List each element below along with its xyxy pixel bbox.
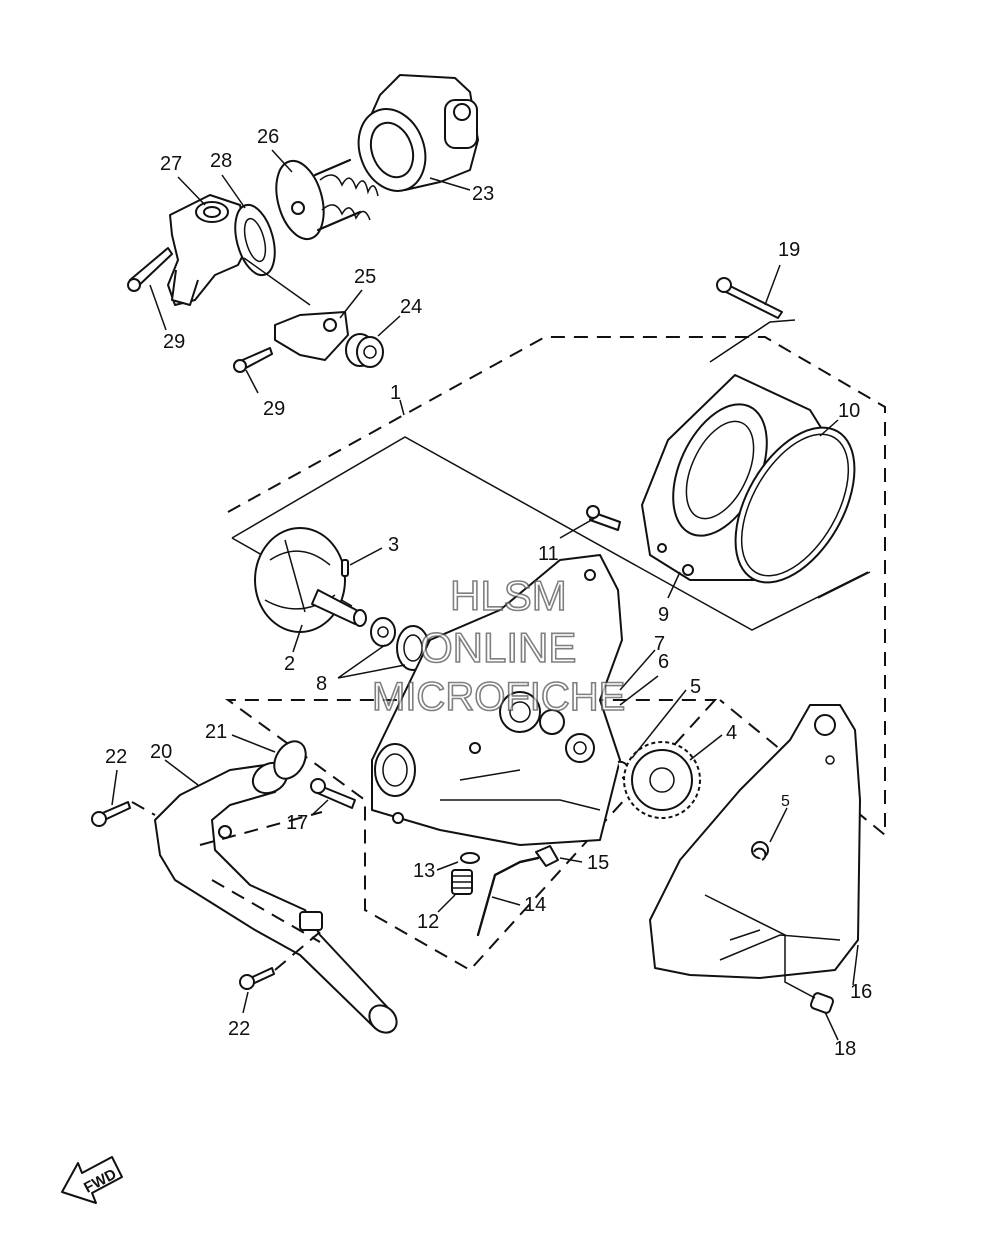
o-ring-10 [734, 426, 856, 584]
callout-4: 4 [726, 722, 737, 744]
callout-21: 21 [205, 721, 227, 743]
watermark-line-1: HLSM [450, 572, 567, 619]
callout-17: 17 [286, 812, 308, 834]
bolt-17 [310, 778, 356, 809]
callout-28: 28 [210, 150, 232, 172]
pump-housing [371, 554, 623, 846]
callout-5-upper: 5 [690, 676, 701, 698]
callout-3: 3 [388, 534, 399, 556]
callout-29-lower: 29 [263, 398, 285, 420]
leader-lines [111, 149, 859, 1041]
callout-1: 1 [390, 382, 401, 404]
watermark-line-3: MICROFICHE [372, 675, 625, 719]
callout-14: 14 [524, 894, 546, 916]
callout-22-upper: 22 [105, 746, 127, 768]
callout-5-lower: 5 [781, 793, 790, 810]
callout-22-lower: 22 [228, 1018, 250, 1040]
hose-14 [476, 856, 540, 937]
bolt-22-upper [91, 801, 131, 827]
callout-2: 2 [284, 653, 295, 675]
callout-19: 19 [778, 239, 800, 261]
callout-29-upper: 29 [163, 331, 185, 353]
o-ring-21 [273, 740, 307, 780]
fitting-15 [535, 845, 559, 867]
callout-15: 15 [587, 852, 609, 874]
callout-18: 18 [834, 1038, 856, 1060]
callout-12: 12 [417, 911, 439, 933]
cap-18 [809, 992, 835, 1014]
callout-16: 16 [850, 981, 872, 1003]
washer-13 [460, 852, 480, 864]
callout-25: 25 [354, 266, 376, 288]
grommet-24 [345, 333, 384, 368]
callout-11: 11 [538, 543, 559, 565]
callout-26: 26 [257, 126, 279, 148]
thermostat-26 [275, 158, 379, 241]
callout-24: 24 [400, 296, 422, 318]
gasket-28 [234, 203, 276, 277]
bracket-25 [243, 257, 349, 361]
gear-cover-16 [649, 704, 861, 979]
gear-4 [623, 741, 701, 819]
fwd-arrow-icon [61, 1156, 123, 1204]
bolt-11 [586, 505, 621, 531]
bolt-19 [716, 277, 783, 319]
callout-labels: 27 28 26 23 29 29 25 24 19 1 10 11 9 3 2… [105, 126, 872, 1060]
callout-27: 27 [160, 153, 182, 175]
frame-lines-top [709, 319, 871, 599]
callout-8: 8 [316, 673, 327, 695]
watermark: HLSM ONLINE MICROFICHE [371, 571, 626, 720]
forward-direction-arrow: FWD [61, 1156, 123, 1204]
outlet-pipe-20 [154, 761, 398, 1034]
thermostat-cover-23 [357, 74, 479, 192]
bolt-22-lower [239, 967, 275, 990]
callout-6: 6 [658, 651, 669, 673]
callout-10: 10 [838, 400, 860, 422]
bolt-29-lower [233, 347, 273, 373]
impeller-2 [254, 527, 367, 633]
thermostat-housing-27 [167, 194, 249, 306]
callout-23: 23 [472, 183, 494, 205]
callout-13: 13 [413, 860, 435, 882]
cap-18-guide [704, 894, 816, 999]
callout-20: 20 [150, 741, 172, 763]
callout-7: 7 [654, 633, 665, 655]
pin-3 [341, 559, 349, 577]
drain-plug-12 [451, 869, 473, 895]
pipe-bolt-guides [131, 801, 323, 971]
callout-9: 9 [658, 604, 669, 626]
watermark-line-2: ONLINE [420, 624, 576, 671]
bolt-29-upper [127, 247, 173, 292]
